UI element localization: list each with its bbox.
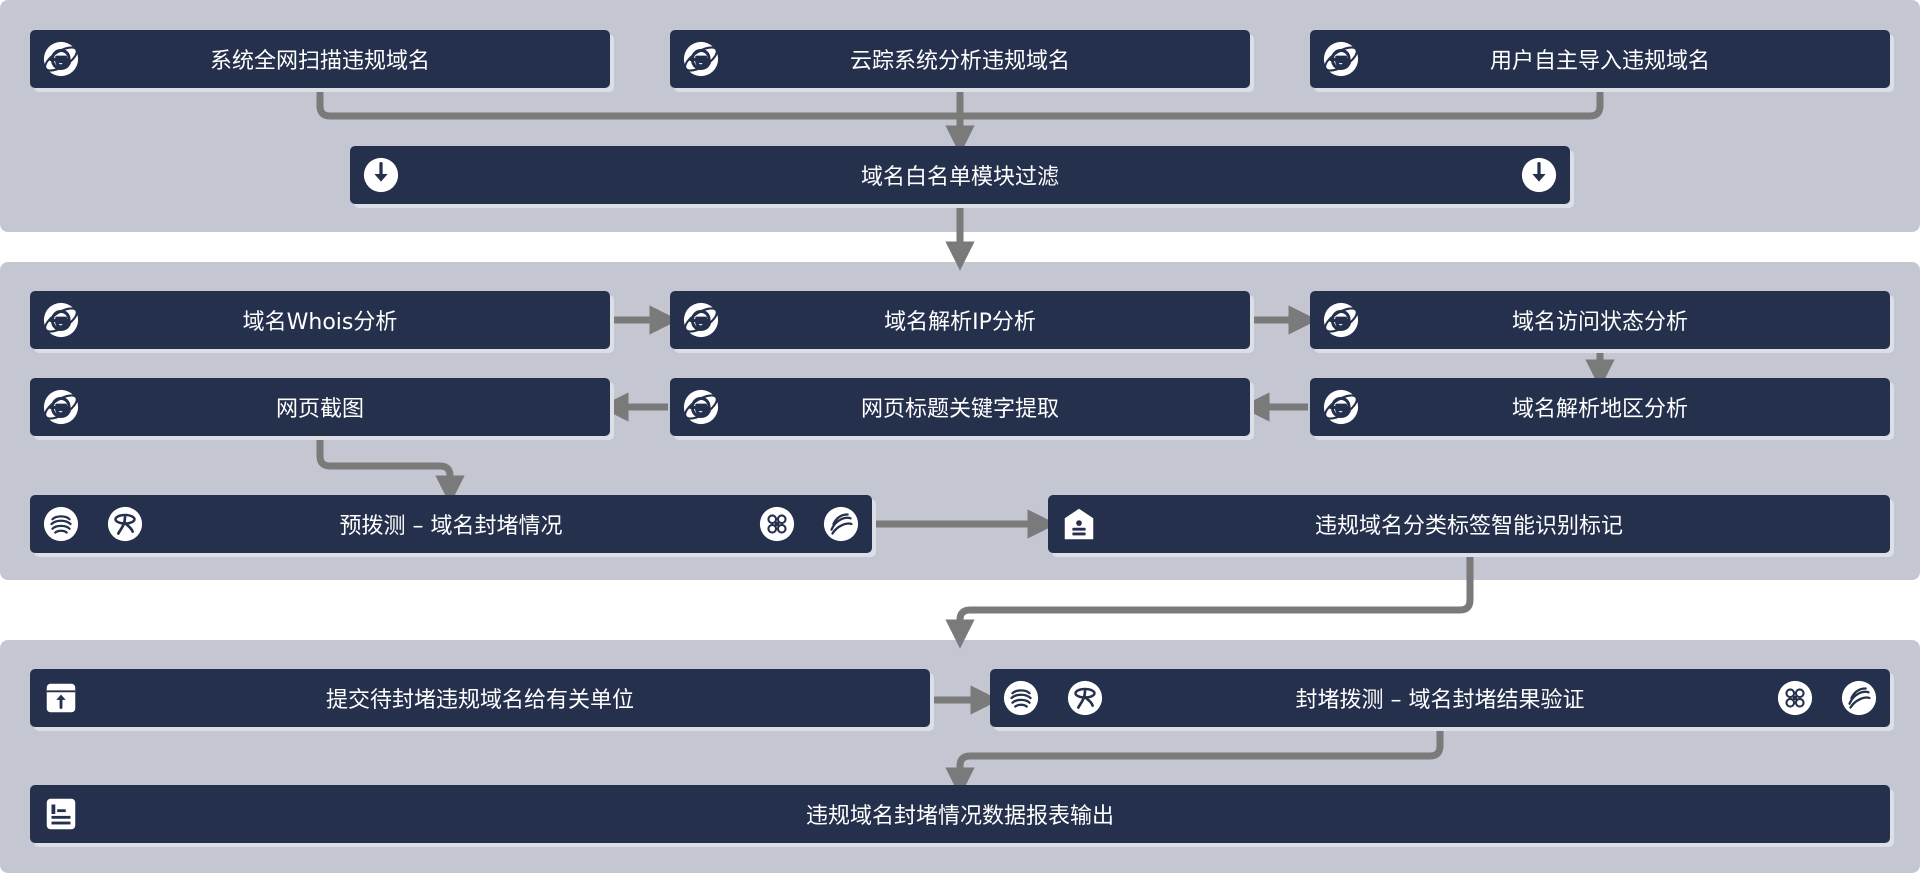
classify-tag-node[interactable]: 违规域名分类标签智能识别标记 [1048,495,1890,553]
china-telecom-icon [1066,679,1104,717]
ie-browser-icon [1322,40,1360,78]
screenshot-node[interactable]: 网页截图 [30,378,610,436]
ie-browser-icon [42,301,80,339]
node-label: 封堵拨测 – 域名封堵结果验证 [1295,688,1585,713]
whitelist-filter-node[interactable]: 域名白名单模块过滤 [350,146,1570,204]
node-label: 域名白名单模块过滤 [860,165,1059,190]
ie-browser-icon [682,40,720,78]
ie-browser-icon [1322,388,1360,426]
node-label: 网页截图 [275,397,364,422]
broadcast-network-icon [822,505,860,543]
node-label: 域名解析地区分析 [1511,397,1688,422]
download-arrow-icon [362,156,400,194]
node-label: 违规域名分类标签智能识别标记 [1314,514,1623,539]
broadcast-network-icon [1840,679,1878,717]
node-label: 用户自主导入违规域名 [1489,49,1710,74]
node-label: 域名Whois分析 [242,310,398,335]
china-mobile-icon [42,505,80,543]
node-label: 云踪系统分析违规域名 [849,49,1070,74]
node-label: 预拨测 – 域名封堵情况 [339,514,563,539]
whois-analysis-node[interactable]: 域名Whois分析 [30,291,610,349]
node-label: 违规域名封堵情况数据报表输出 [805,804,1114,829]
china-mobile-icon [1002,679,1040,717]
source-node-network-scan[interactable]: 系统全网扫描违规域名 [30,30,610,88]
pre-probe-node[interactable]: 预拨测 – 域名封堵情况 [30,495,872,553]
block-verify-node[interactable]: 封堵拨测 – 域名封堵结果验证 [990,669,1890,727]
node-label: 系统全网扫描违规域名 [209,49,430,74]
report-output-node[interactable]: 违规域名封堵情况数据报表输出 [30,785,1890,843]
upload-box-icon [42,679,80,717]
ie-browser-icon [1322,301,1360,339]
tag-id-icon [1060,505,1098,543]
source-node-cloud-trace[interactable]: 云踪系统分析违规域名 [670,30,1250,88]
china-telecom-icon [106,505,144,543]
download-arrow-icon [1520,156,1558,194]
title-keyword-node[interactable]: 网页标题关键字提取 [670,378,1250,436]
china-unicom-icon [1776,679,1814,717]
ie-browser-icon [42,388,80,426]
report-document-icon [42,795,80,833]
node-label: 网页标题关键字提取 [860,397,1059,422]
node-label: 域名访问状态分析 [1511,310,1688,335]
ie-browser-icon [42,40,80,78]
region-analysis-node[interactable]: 域名解析地区分析 [1310,378,1890,436]
ie-browser-icon [682,301,720,339]
access-status-node[interactable]: 域名访问状态分析 [1310,291,1890,349]
node-label: 提交待封堵违规域名给有关单位 [325,688,634,713]
china-unicom-icon [758,505,796,543]
source-node-user-import[interactable]: 用户自主导入违规域名 [1310,30,1890,88]
node-label: 域名解析IP分析 [884,310,1036,335]
ip-analysis-node[interactable]: 域名解析IP分析 [670,291,1250,349]
ie-browser-icon [682,388,720,426]
submit-node[interactable]: 提交待封堵违规域名给有关单位 [30,669,930,727]
